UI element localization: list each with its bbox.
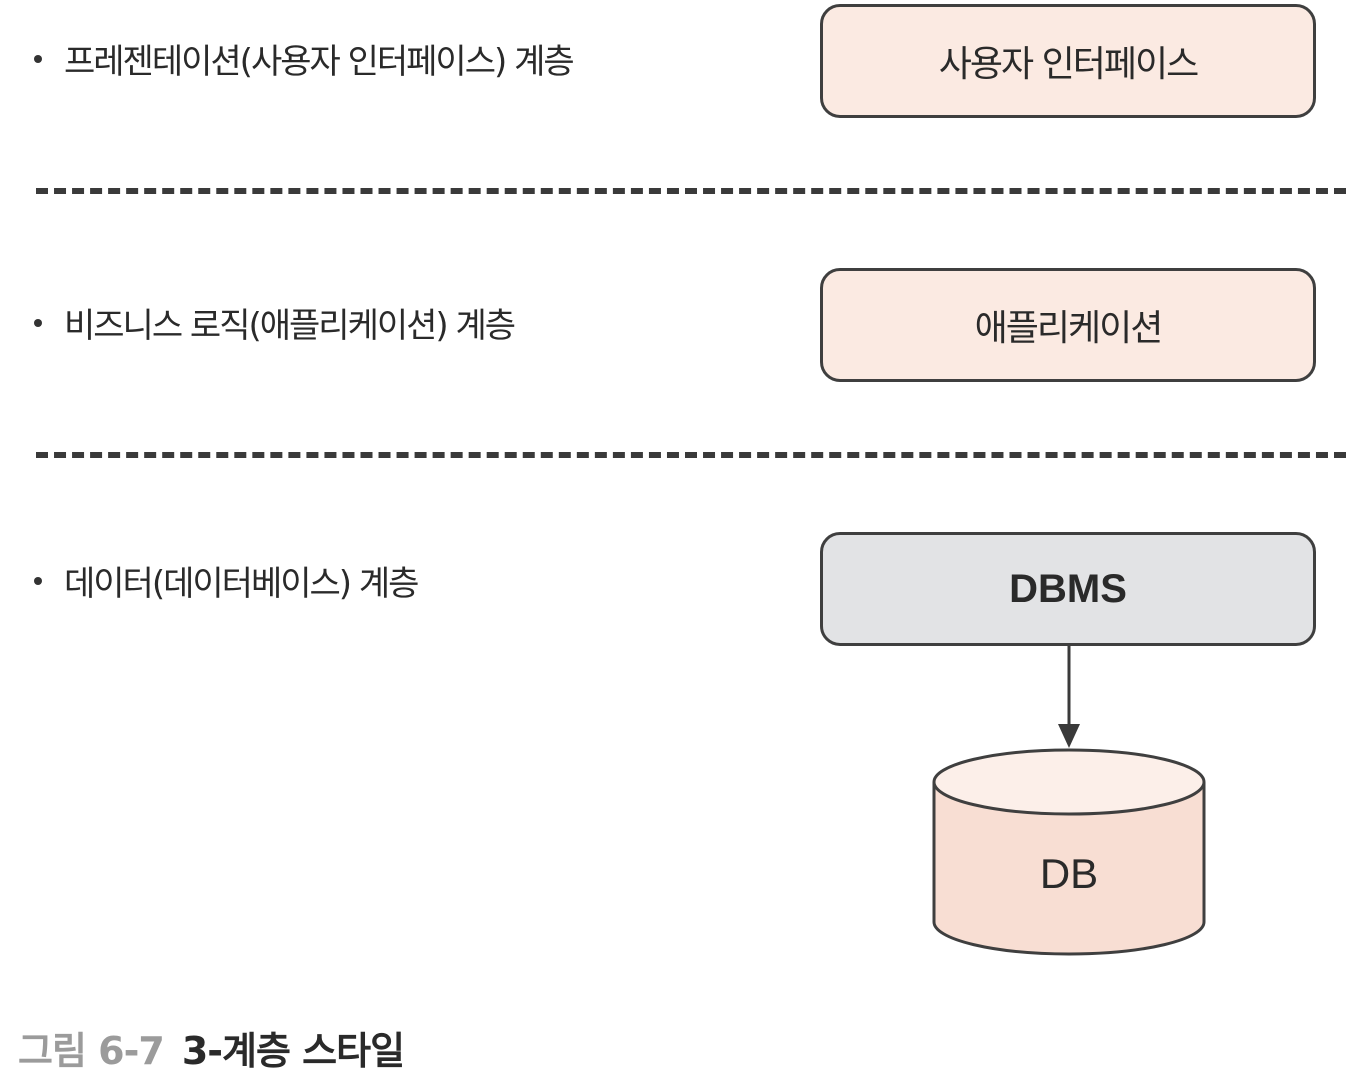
layer-divider-1 <box>36 188 1346 194</box>
presentation-layer-label: 프레젠테이션(사용자 인터페이스) 계층 <box>30 34 575 83</box>
application-box: 애플리케이션 <box>820 268 1316 382</box>
data-layer-label: 데이터(데이터베이스) 계층 <box>30 556 419 605</box>
layer-divider-2 <box>36 452 1346 458</box>
business-layer-text: 비즈니스 로직(애플리케이션) 계층 <box>64 306 516 346</box>
bullet-icon <box>34 576 42 585</box>
figure-title: 3-계층 스타일 <box>181 1029 405 1073</box>
business-layer-label: 비즈니스 로직(애플리케이션) 계층 <box>30 298 516 347</box>
user-interface-box-label: 사용자 인터페이스 <box>938 44 1199 85</box>
dbms-box: DBMS <box>820 532 1316 646</box>
figure-caption: 그림 6-7 3-계층 스타일 <box>18 1020 405 1075</box>
bullet-icon <box>34 318 42 327</box>
figure-number: 그림 6-7 <box>18 1029 165 1073</box>
bullet-icon <box>34 54 42 63</box>
presentation-layer-text: 프레젠테이션(사용자 인터페이스) 계층 <box>64 42 575 82</box>
application-box-label: 애플리케이션 <box>974 308 1164 349</box>
dbms-box-label: DBMS <box>1009 566 1127 611</box>
data-layer-text: 데이터(데이터베이스) 계층 <box>64 564 419 604</box>
user-interface-box: 사용자 인터페이스 <box>820 4 1316 118</box>
database-label: DB <box>1039 850 1099 897</box>
